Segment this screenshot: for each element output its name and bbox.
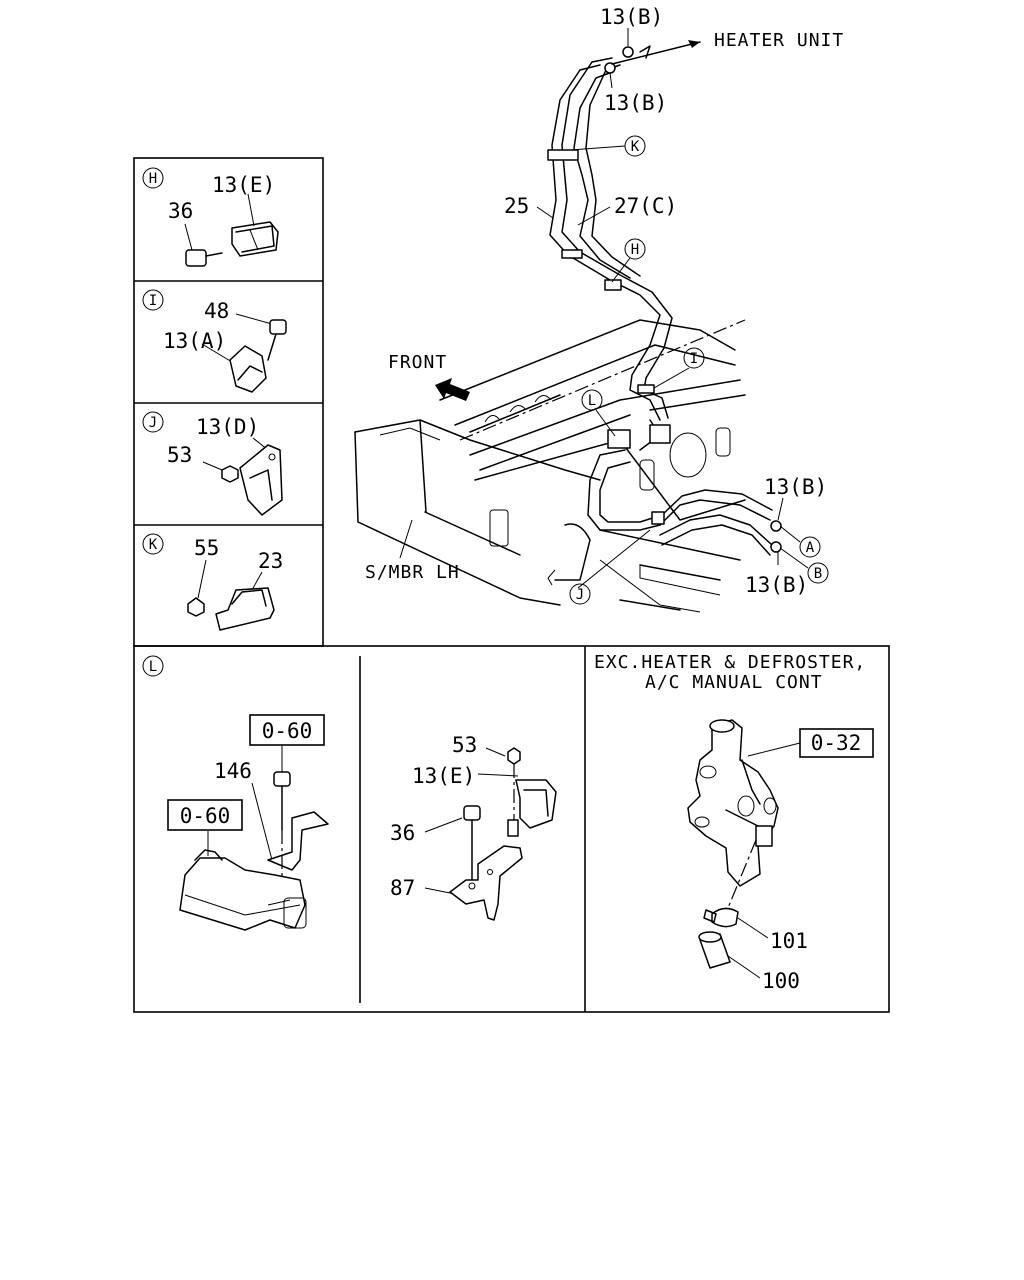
svg-text:I: I	[149, 293, 157, 309]
label-j-53: 53	[167, 443, 192, 467]
label-h-36: 36	[168, 199, 193, 223]
svg-text:L: L	[588, 393, 596, 409]
detail-j: J 13(D) 53	[142, 411, 283, 516]
label-j-13d: 13(D)	[196, 415, 259, 439]
callout-i: I	[683, 347, 705, 369]
front-arrow-icon	[435, 378, 470, 401]
label-25: 25	[504, 194, 529, 218]
label-k-23: 23	[258, 549, 283, 573]
label-front: FRONT	[388, 352, 447, 373]
detail-i: I 48 13(A)	[142, 289, 287, 393]
label-13b-right-lower: 13(B)	[745, 573, 808, 597]
detail-l-left: L 0-60 0-60 146	[142, 655, 329, 931]
label-m-87: 87	[390, 876, 415, 900]
detail-frames	[133, 157, 890, 1013]
label-exc-line2: A/C MANUAL CONT	[645, 672, 823, 693]
label-r-100: 100	[762, 969, 800, 993]
callout-a: A	[799, 536, 821, 558]
label-exc-line1: EXC.HEATER & DEFROSTER,	[594, 652, 866, 673]
label-r-ref-0-32: 0-32	[811, 731, 862, 755]
callout-l: L	[581, 389, 603, 411]
svg-text:I: I	[690, 351, 698, 367]
label-13b-right-upper: 13(B)	[764, 475, 827, 499]
label-h-13e: 13(E)	[212, 173, 275, 197]
svg-text:J: J	[149, 415, 157, 431]
label-i-48: 48	[204, 299, 229, 323]
svg-text:B: B	[814, 566, 822, 582]
label-m-13e: 13(E)	[412, 764, 475, 788]
label-m-36: 36	[390, 821, 415, 845]
label-heater-unit: HEATER UNIT	[714, 30, 844, 51]
svg-text:A: A	[806, 540, 815, 556]
detail-k: K 55 23	[142, 533, 283, 631]
label-smbr-lh: S/MBR LH	[365, 562, 460, 583]
label-r-101: 101	[770, 929, 808, 953]
svg-text:K: K	[149, 537, 158, 553]
label-13b-top-lower: 13(B)	[604, 91, 667, 115]
callout-j: J	[569, 583, 591, 605]
callout-k: K	[624, 135, 646, 157]
label-l-ref-0-60-b: 0-60	[180, 804, 231, 828]
label-i-13a: 13(A)	[163, 329, 226, 353]
main-labels: 13(B) 13(B) HEATER UNIT 25 27(C) FRONT S…	[365, 5, 844, 597]
callout-b: B	[807, 562, 829, 584]
svg-text:J: J	[576, 587, 584, 603]
detail-h: H 13(E) 36	[142, 167, 279, 267]
label-13b-top: 13(B)	[600, 5, 663, 29]
label-k-55: 55	[194, 536, 219, 560]
svg-text:L: L	[149, 659, 157, 675]
label-m-53: 53	[452, 733, 477, 757]
svg-text:H: H	[149, 171, 157, 187]
svg-text:H: H	[631, 242, 639, 258]
svg-text:K: K	[631, 139, 640, 155]
main-leader-lines	[399, 28, 809, 589]
detail-l-middle: 53 13(E) 36 87	[390, 733, 557, 921]
label-l-146: 146	[214, 759, 252, 783]
callout-h: H	[624, 238, 646, 260]
heater-hoses	[547, 40, 782, 556]
label-27c: 27(C)	[614, 194, 677, 218]
label-l-ref-0-60-a: 0-60	[262, 719, 313, 743]
detail-exc-heater: EXC.HEATER & DEFROSTER, A/C MANUAL CONT …	[594, 652, 874, 993]
